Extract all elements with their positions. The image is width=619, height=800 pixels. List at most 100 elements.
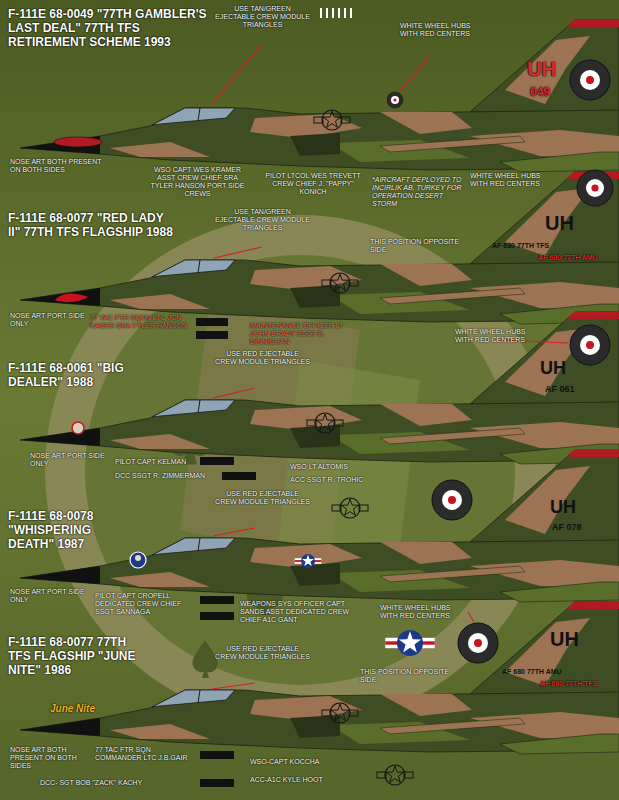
name-plaque [200,457,234,465]
tail-marking: AF 680 77TH AMU [538,254,598,262]
crew-names: PILOT CAPT KELMAN [115,458,186,466]
callout-note: USE RED EJECTABLE CREW MODULE TRIANGLES [215,350,310,366]
callout-note: USE RED EJECTABLE CREW MODULE TRIANGLES [215,490,310,506]
decal-tick [350,8,352,18]
star-insignia [385,630,434,656]
leader-line [399,56,430,92]
leader-line [213,388,255,398]
name-plaque [200,779,234,787]
aircraft-title: F-111E 68-0049 "77TH GAMBLER'S LAST DEAL… [8,8,208,49]
leader-line [213,528,255,536]
aircraft-title: F-111E 68-0077 "RED LADY II" 77TH TFS FL… [8,212,178,240]
callout-note: THIS POSITION OPPOSITE SIDE [360,668,460,684]
aircraft-title: F-111E 68-0078 "WHISPERING DEATH" 1987 [8,510,133,551]
wheel-detail [387,92,403,108]
star-insignia [332,498,368,518]
aircraft-title: F-111E 68-0077 77TH TFS FLAGSHIP "JUNE N… [8,636,148,677]
crew-names: DCC SSGT R. ZIMMERMAN [115,472,205,480]
crew-names: PILOT CAPT CROPELL DEDICATED CREW CHIEF … [95,592,195,616]
nose-art [55,294,88,303]
star-insignia [377,765,413,785]
callout-note: NOSE ART BOTH PRESENT ON BOTH SIDES [10,158,105,174]
leader-lines [212,44,568,689]
name-plaque [196,331,228,339]
nose-art-text: June Nite [50,703,95,715]
tail-marking: AF 680 77TH TFS [540,680,597,688]
crew-names: ACC SSGT R. TROHIC [290,476,363,484]
star-insignia [322,273,358,293]
callout-note: USE TAN/GREEN EJECTABLE CREW MODULE TRIA… [215,5,310,29]
callout-note: WHITE WHEEL HUBS WITH RED CENTERS [455,328,535,344]
decal-tick [338,8,340,18]
nose-art [54,137,102,147]
callout-note: WHITE WHEEL HUBS WITH RED CENTERS [400,22,490,38]
tail-code: UH [550,497,576,518]
callout-note: USE RED EJECTABLE CREW MODULE TRIANGLES [215,645,310,661]
aircraft-profile [20,450,619,602]
callout-note: NOSE ART PORT SIDE ONLY [30,452,105,468]
aircraft-profile [20,172,619,324]
star-insignia [307,413,343,433]
star-insignia [295,554,322,568]
callout-note: USE TAN/GREEN EJECTABLE CREW MODULE TRIA… [215,208,310,232]
crew-names: WEAPONS SYS OFFICER CAPT SANDS ASST DEDI… [240,600,360,624]
callout-note: NOSE ART PORT SIDE ONLY [10,312,85,328]
tail-code: UH [527,58,556,81]
name-plaque [200,596,234,604]
tail-marking: AF 680 77TH TFS [492,242,549,250]
star-insignia [322,703,358,723]
tail-number: 049 [530,86,550,100]
wheel-detail [570,325,610,365]
decal-tick [320,8,322,18]
leader-line [212,683,255,689]
tail-code: UH [545,212,574,235]
crew-names: WSO-CAPT KOCCHA [250,758,320,766]
decal-tick [344,8,346,18]
crew-names: WSO LT ALTOMIS [290,463,348,471]
crew-names: MAINTENANCE OFFICER LT JOHN BRADY SSGT B… [250,322,360,346]
tail-code: UH [550,628,579,651]
wheel-detail [570,60,610,100]
name-plaque [196,318,228,326]
crew-names: PILOT LTCOL WES TREVETT CREW CHIEF J. "P… [258,172,368,196]
triangle-decals [320,8,352,18]
callout-note: NOSE ART BOTH PRESENT ON BOTH SIDES [10,746,90,770]
decal-tick [326,8,328,18]
nose-art-badge [72,422,84,434]
wheel-detail [432,480,472,520]
spade-symbol [193,640,218,678]
tail-code: UH [540,358,566,379]
callout-note: WHITE WHEEL HUBS WITH RED CENTERS [380,604,465,620]
star-insignia [314,110,350,130]
crew-names: DCC- SGT BOB "ZACK" KACHY [40,779,142,787]
leader-line [212,44,262,104]
callout-note: NOSE ART PORT SIDE ONLY [10,588,85,604]
name-plaque [200,612,234,620]
leader-line [214,247,262,258]
footnote: *AIRCRAFT DEPLOYED TO INCIRLIK AB, TURKE… [372,176,467,208]
nose-art-face [135,555,141,561]
nose-art-badge [130,552,146,568]
tail-number: AF 078 [552,522,582,532]
aircraft-profile [20,312,619,464]
crew-names: 77 TAC FTR SQN COMMANDER LTC J.B.GAIR [95,746,190,762]
decal-tick [332,8,334,18]
wheel-detail [577,170,613,206]
name-plaques [196,318,256,787]
aircraft-title: F-111E 68-0061 "BIG DEALER" 1988 [8,362,158,390]
name-plaque [200,751,234,759]
crew-names: 77 TAC FTR SQDN LTC JON KAGER SRA TYLER … [90,314,190,330]
aircraft-profile [20,602,619,754]
name-plaque [222,472,256,480]
leader-line [468,612,474,622]
wheel-detail [458,623,498,663]
tail-number: AF 061 [545,384,575,394]
callout-note: WHITE WHEEL HUBS WITH RED CENTERS [470,172,555,188]
tail-marking: AF 680 77TH AMU [502,668,562,676]
crew-names: ACC-A1C KYLE HOOT [250,776,323,784]
crew-names: WSO CAPT WES KRAMER ASST CREW CHIEF SRA … [150,166,245,198]
callout-note: THIS POSITION OPPOSITE SIDE [370,238,475,254]
